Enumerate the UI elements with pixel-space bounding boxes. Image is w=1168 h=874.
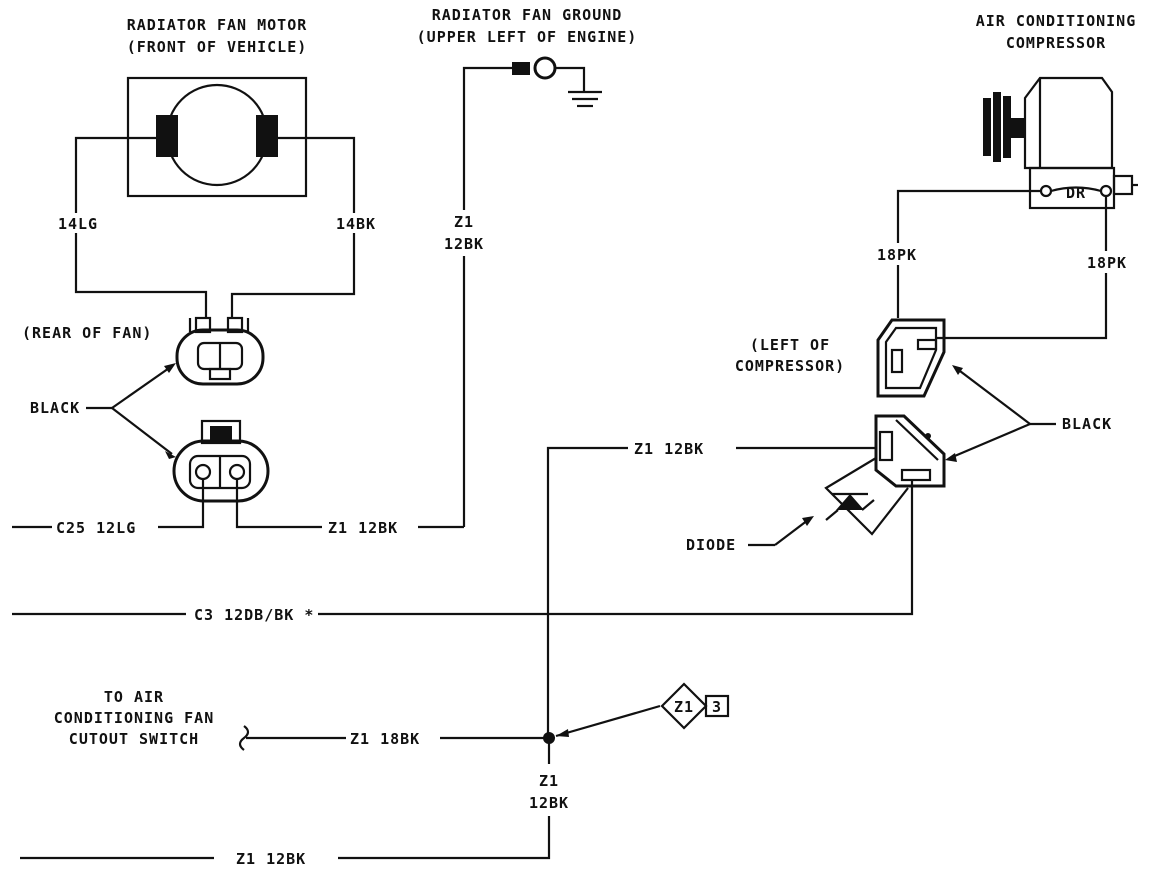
wire-label-z1-bottom: Z1 12BK (236, 850, 306, 868)
ground-wire-gauge: 12BK (444, 235, 484, 253)
ground-ref-page: 3 (712, 698, 722, 716)
black-label-left: BLACK (30, 399, 80, 417)
diode-label: DIODE (686, 536, 736, 554)
diode: DIODE (686, 457, 909, 554)
fan-connector-rear: (REAR OF FAN) (22, 316, 265, 386)
cutout-switch-reference: TO AIR CONDITIONING FAN CUTOUT SWITCH Z1… (54, 688, 548, 751)
fan-motor-brush-right (256, 115, 278, 157)
wire-label-z1-diode: Z1 12BK (634, 440, 704, 458)
compressor-title-line1: AIR CONDITIONING (976, 12, 1137, 30)
z1-fan-wire (235, 479, 322, 529)
compressor-body (1023, 76, 1114, 170)
fan-motor-armature (165, 83, 269, 187)
wire-label-c25: C25 12LG (56, 519, 136, 537)
ground-ref-circuit: Z1 (674, 698, 694, 716)
compressor-side-connector: (LEFT OF COMPRESSOR) (735, 318, 946, 398)
fan-connector-mating (172, 419, 270, 503)
c3-wire (318, 480, 914, 616)
black-pointer-left: BLACK (30, 363, 176, 459)
compressor-lead-left (896, 189, 1041, 318)
wire-label-14bk: 14BK (336, 215, 376, 233)
fan-connector-female-body (172, 439, 270, 503)
fan-ground-title-line2: (UPPER LEFT OF ENGINE) (417, 28, 638, 46)
cutout-line2: CONDITIONING FAN (54, 709, 215, 727)
compressor-title-line2: COMPRESSOR (1006, 34, 1106, 52)
z1-bottom-wire (338, 816, 551, 860)
black-pointer-right: BLACK (945, 365, 1112, 462)
c25-wire (158, 479, 205, 529)
wire-label-18pk-right: 18PK (1087, 254, 1127, 272)
ground-reference-tag: Z1 3 (660, 682, 730, 730)
ground-ring-terminal (512, 62, 530, 75)
ground-wire-circuit: Z1 (454, 213, 474, 231)
fan-motor-title-line2: (FRONT OF VEHICLE) (127, 38, 308, 56)
cutout-line3: CUTOUT SWITCH (69, 730, 199, 748)
z1-ground-wire (462, 66, 512, 527)
wire-label-z1-fan: Z1 12BK (328, 519, 398, 537)
compressor-lead-right (936, 196, 1108, 340)
fan-motor-brush-left (156, 115, 178, 157)
fan-motor-lead-left (74, 136, 208, 318)
cutout-line1: TO AIR (104, 688, 164, 706)
ground-eyelet (533, 56, 557, 80)
z1-diode-wire (546, 446, 628, 738)
fan-connector-male-body (175, 328, 265, 386)
wire-label-z1-cutout: Z1 18BK (350, 730, 420, 748)
diode-symbol (836, 494, 864, 510)
radiator-fan-ground: RADIATOR FAN GROUND (UPPER LEFT OF ENGIN… (417, 6, 638, 527)
diode-connector (874, 414, 946, 488)
compressor-pulley (983, 98, 991, 156)
svg-text:DR: DR (1066, 184, 1086, 202)
radiator-fan-motor: RADIATOR FAN MOTOR (FRONT OF VEHICLE) 14… (56, 16, 380, 318)
splice-wire-circuit: Z1 (539, 772, 559, 790)
rear-of-fan-label: (REAR OF FAN) (22, 324, 152, 342)
fan-motor-title-line1: RADIATOR FAN MOTOR (127, 16, 308, 34)
fan-motor-lead-right (230, 136, 356, 318)
wire-label-18pk-left: 18PK (877, 246, 917, 264)
wire-label-c3: C3 12DB/BK * (194, 606, 314, 624)
black-label-right: BLACK (1062, 415, 1112, 433)
wire-label-14lg: 14LG (58, 215, 98, 233)
ac-compressor: AIR CONDITIONING COMPRESSOR DR (976, 12, 1138, 210)
fan-ground-title-line1: RADIATOR FAN GROUND (432, 6, 623, 24)
splice-wire-gauge: 12BK (529, 794, 569, 812)
left-of-compressor-line1: (LEFT OF (750, 336, 830, 354)
left-of-compressor-line2: COMPRESSOR) (735, 357, 845, 375)
